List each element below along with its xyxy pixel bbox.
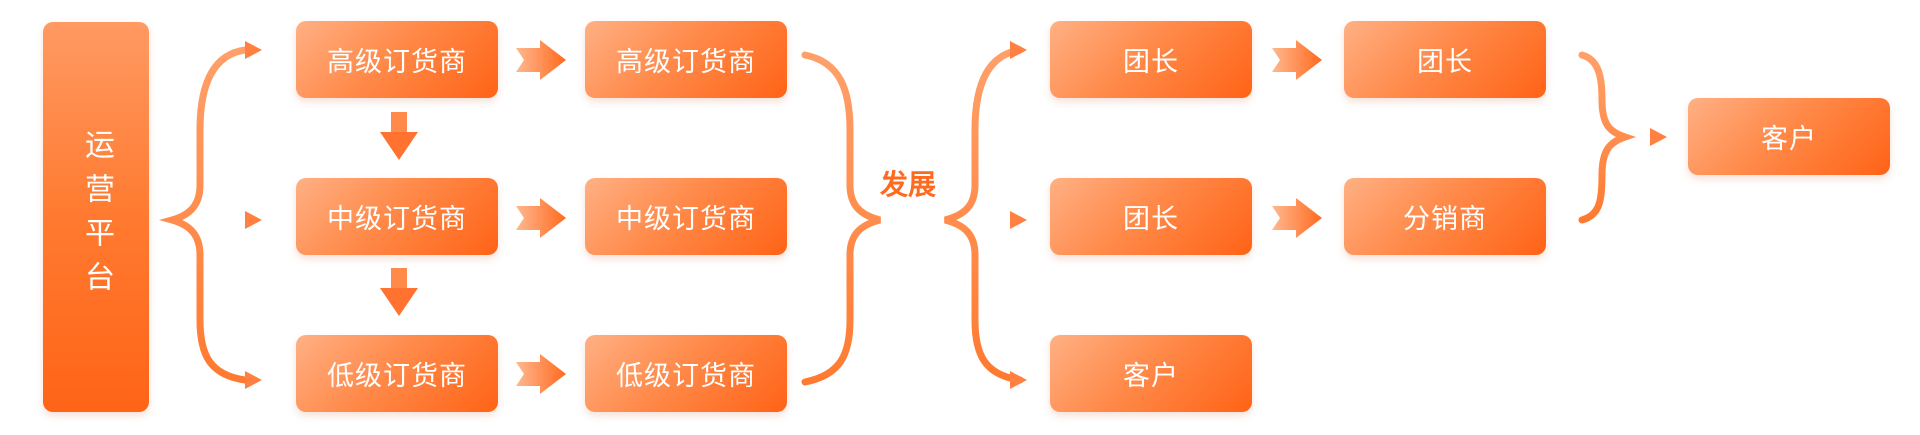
- chevron-arrow-row3: [516, 354, 566, 394]
- customer-box-1: 客户: [1050, 335, 1252, 412]
- down-arrow-2: [380, 268, 418, 316]
- final-brace: [1578, 51, 1654, 224]
- merge-brace: [801, 51, 1014, 386]
- operation-platform-box: 运营平台: [43, 22, 149, 412]
- customer-label-1: 客户: [1123, 361, 1179, 391]
- group-leader-label-1: 团长: [1123, 47, 1179, 77]
- distributor-high-label: 高级订货商: [327, 47, 467, 77]
- reseller-box: 分销商: [1344, 178, 1546, 255]
- develop-label: 发展: [880, 169, 937, 200]
- down-arrow-1: [380, 112, 418, 160]
- reseller-label: 分销商: [1403, 204, 1487, 234]
- distributor-high-box: 高级订货商: [296, 21, 498, 98]
- split-brace-arrowheads: [1010, 41, 1027, 389]
- distributor-low-box: 低级订货商: [296, 335, 498, 412]
- distributor-low-label-2: 低级订货商: [616, 361, 756, 391]
- group-leader-label-3: 团长: [1417, 47, 1473, 77]
- distributor-low-label: 低级订货商: [327, 361, 467, 391]
- distributor-high-box-2: 高级订货商: [585, 21, 787, 98]
- final-customer-box: 客户: [1688, 98, 1890, 175]
- left-brace: [158, 46, 249, 384]
- distributor-mid-label: 中级订货商: [327, 204, 467, 234]
- group-leader-box-2: 团长: [1050, 178, 1252, 255]
- group-leader-label-2: 团长: [1123, 204, 1179, 234]
- distributor-mid-box: 中级订货商: [296, 178, 498, 255]
- distributor-mid-box-2: 中级订货商: [585, 178, 787, 255]
- operation-platform-label: 运营平台: [80, 129, 113, 305]
- final-brace-arrowhead: [1650, 128, 1667, 146]
- left-brace-arrowheads: [245, 41, 262, 389]
- distributor-mid-label-2: 中级订货商: [616, 204, 756, 234]
- chevron-arrow-row2-right: [1272, 198, 1322, 238]
- split-brace: [944, 46, 1024, 384]
- final-customer-label: 客户: [1761, 124, 1817, 154]
- group-leader-box-1: 团长: [1050, 21, 1252, 98]
- distributor-high-label-2: 高级订货商: [616, 47, 756, 77]
- distributor-low-box-2: 低级订货商: [585, 335, 787, 412]
- group-leader-box-3: 团长: [1344, 21, 1546, 98]
- chevron-arrow-row2: [516, 198, 566, 238]
- chevron-arrow-row1: [516, 40, 566, 80]
- chevron-arrow-row1-right: [1272, 40, 1322, 80]
